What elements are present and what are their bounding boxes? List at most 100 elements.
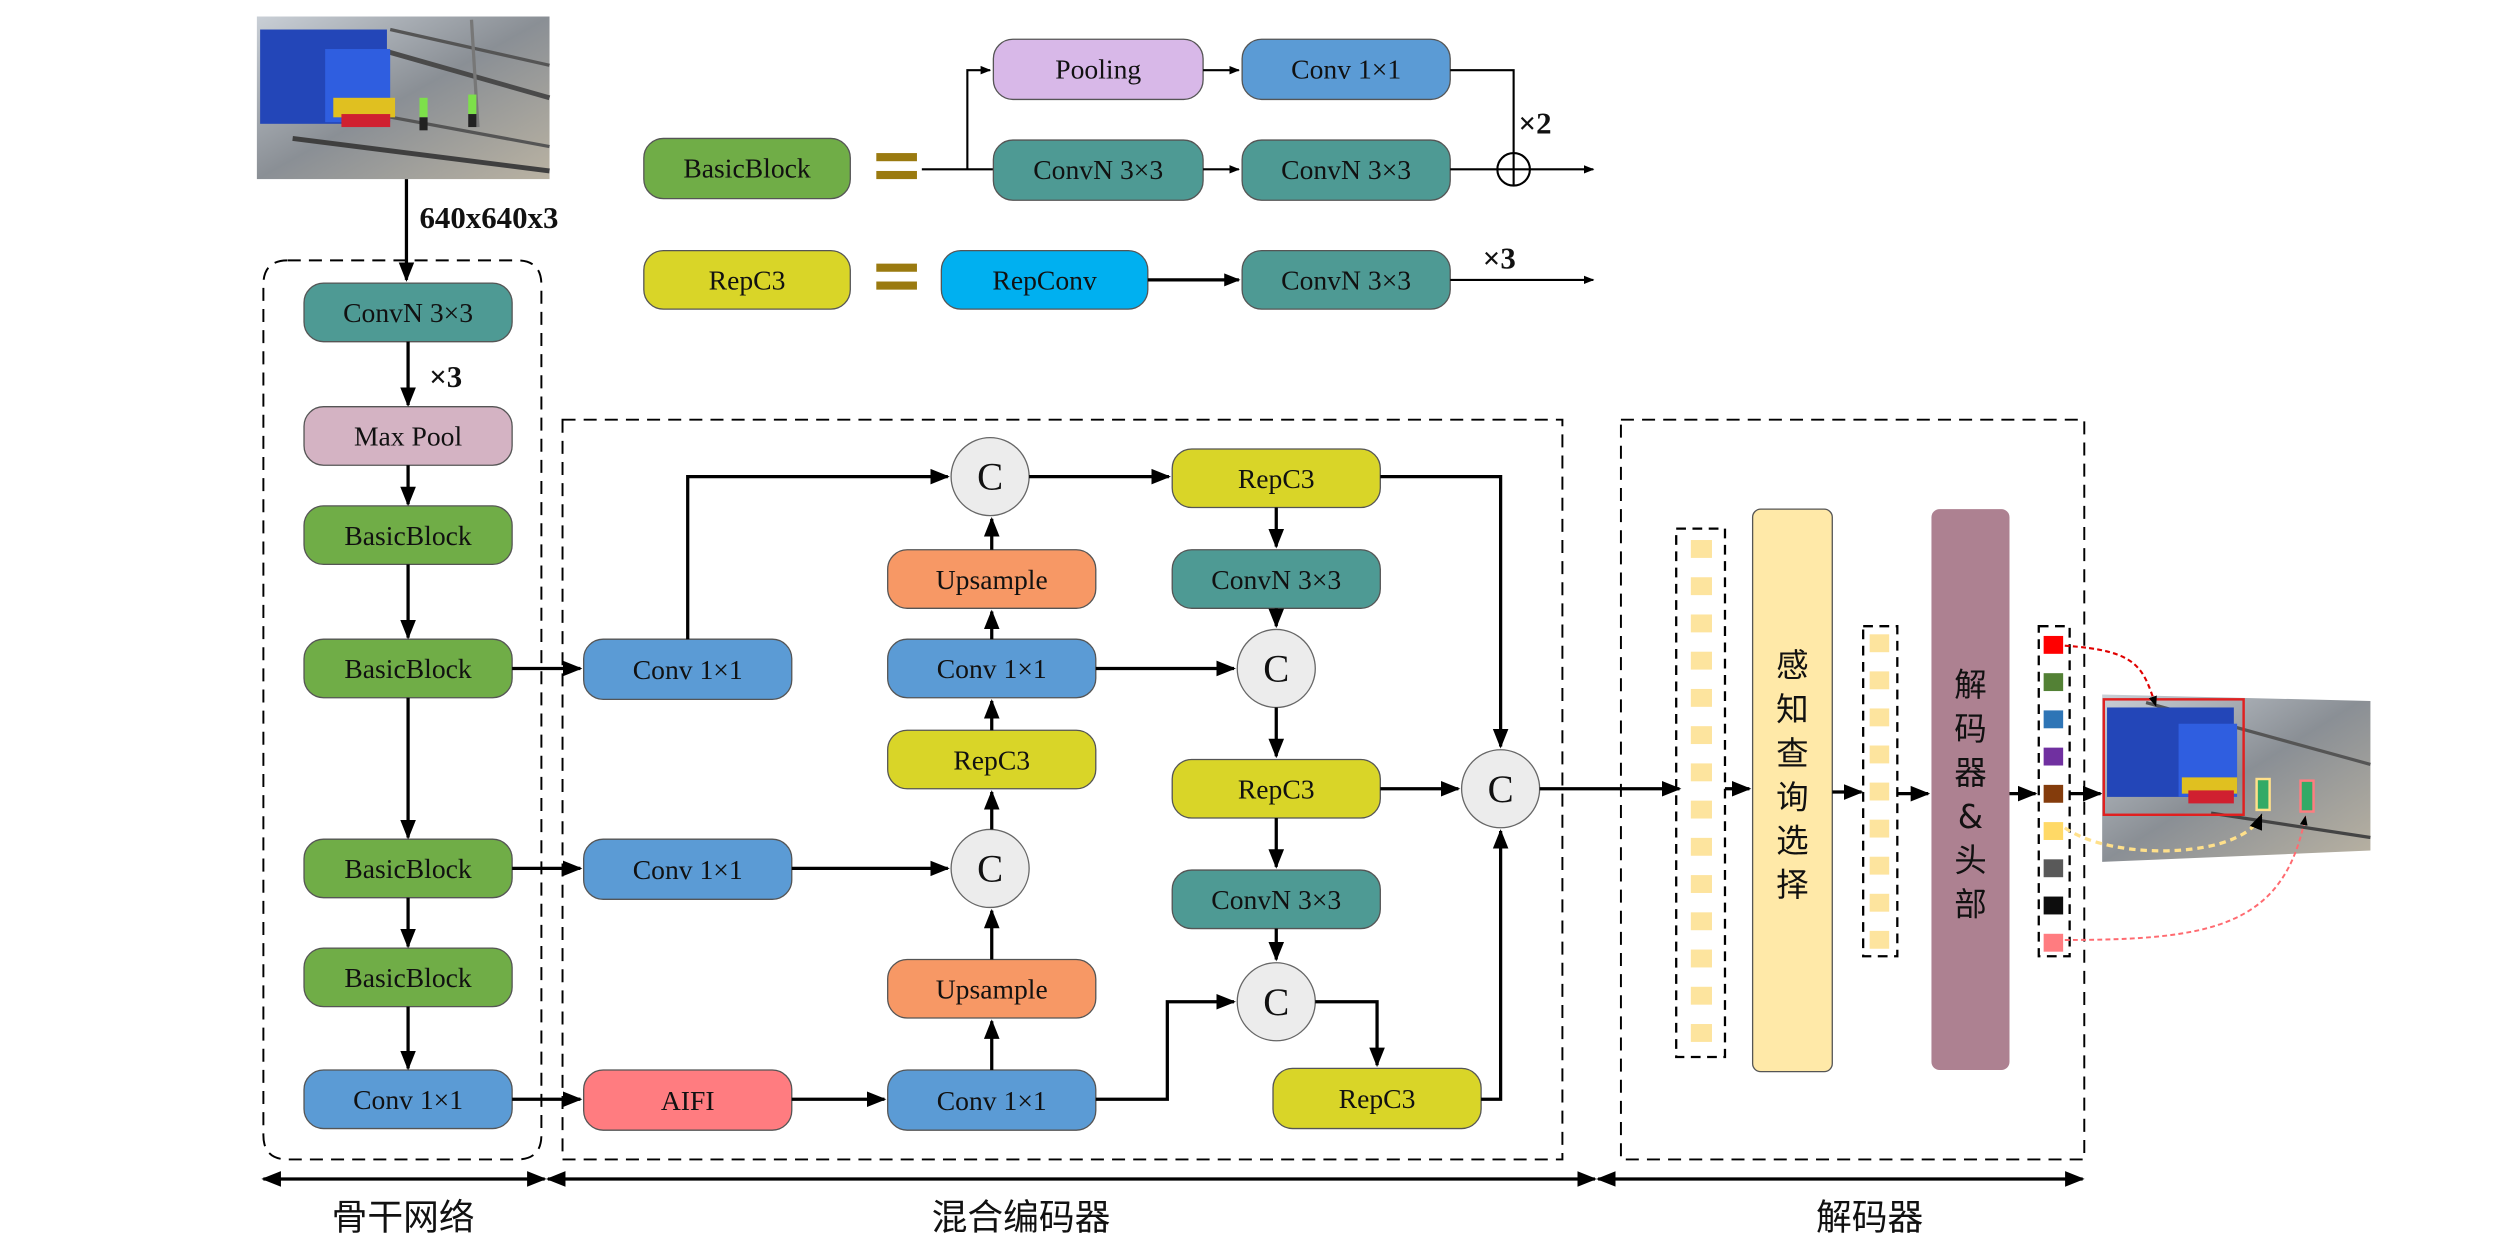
output-queries-frame bbox=[2037, 625, 2071, 958]
output-query bbox=[2043, 635, 2064, 654]
query-selection-char: 选 bbox=[1776, 822, 1809, 860]
encoder-convn-r2-label: ConvN 3×3 bbox=[1211, 884, 1341, 915]
query-link-train bbox=[2064, 644, 2157, 707]
encoder-concat-mid: C bbox=[950, 828, 1030, 909]
legend-basicblock-label: BasicBlock bbox=[683, 152, 811, 183]
backbone-basicblock-2-label: BasicBlock bbox=[344, 653, 472, 684]
query-link-person-1 bbox=[2063, 813, 2264, 853]
decoder-head-char: 码 bbox=[1954, 710, 1987, 748]
legend-repc3: RepC3 RepConv ConvN 3×3 ×3 bbox=[643, 241, 1595, 310]
legend-repconv-label: RepConv bbox=[992, 265, 1097, 296]
encoder-upsample-high: Upsample bbox=[887, 549, 1097, 609]
edge-repc3-r2-to-concat-out bbox=[1481, 829, 1509, 1101]
backbone-section-label: 骨干网络 bbox=[332, 1197, 475, 1238]
encoder-concat-mid-label: C bbox=[977, 847, 1003, 890]
encoder-concat-top-label: C bbox=[977, 456, 1003, 499]
backbone-convn-label: ConvN 3×3 bbox=[343, 297, 473, 328]
backbone-basicblock-3-label: BasicBlock bbox=[344, 853, 472, 884]
edge-concat-r2-to-repc3 bbox=[1315, 1000, 1385, 1068]
encoder-section-label: 混合编码器 bbox=[932, 1197, 1111, 1238]
selected-query bbox=[1869, 819, 1890, 838]
encoder-concat-top: C bbox=[950, 436, 1030, 517]
encoder-convn-top-label: ConvN 3×3 bbox=[1211, 564, 1341, 595]
encoder-token bbox=[1690, 726, 1712, 745]
encoder-tokens-frame bbox=[1675, 527, 1727, 1059]
encoder-conv-mid: Conv 1×1 bbox=[887, 638, 1097, 699]
output-query bbox=[2043, 933, 2064, 952]
encoder-conv-s4-label: Conv 1×1 bbox=[633, 854, 743, 885]
equals-icon bbox=[876, 153, 917, 180]
edge-conv-s3-to-concat-top bbox=[686, 468, 950, 640]
section-rulers: 骨干网络 混合编码器 解码器 bbox=[261, 1171, 2085, 1238]
backbone-conv1x1: Conv 1×1 bbox=[303, 1069, 513, 1130]
edge-repc3-top-to-concat-out bbox=[1380, 474, 1509, 749]
encoder-token bbox=[1690, 763, 1712, 782]
encoder-conv-s4: Conv 1×1 bbox=[583, 838, 793, 900]
backbone-maxpool: Max Pool bbox=[303, 406, 513, 466]
encoder-frame bbox=[561, 418, 1564, 1161]
encoder-aifi-label: AIFI bbox=[661, 1085, 715, 1116]
edge-conv-aifi-to-concat-r2 bbox=[1095, 993, 1236, 1101]
encoder-concat-r2-label: C bbox=[1263, 981, 1289, 1024]
encoder-edges bbox=[512, 468, 1682, 1108]
encoder-concat-r1-label: C bbox=[1263, 647, 1289, 690]
query-selection-char: 询 bbox=[1776, 778, 1809, 816]
legend-convn-label-2: ConvN 3×3 bbox=[1281, 154, 1411, 185]
encoder-repc3-r2-label: RepC3 bbox=[1339, 1083, 1416, 1114]
encoder-token bbox=[1690, 949, 1712, 968]
backbone-basicblock-1-label: BasicBlock bbox=[344, 520, 472, 551]
decoder-head-char: 头 bbox=[1954, 842, 1987, 880]
selected-query bbox=[1869, 745, 1890, 764]
encoder-token bbox=[1690, 800, 1712, 819]
encoder-conv-mid-label: Conv 1×1 bbox=[937, 653, 1047, 684]
query-selection-char: 知 bbox=[1776, 690, 1809, 728]
legend-repc3-convn-label: ConvN 3×3 bbox=[1281, 265, 1411, 296]
selected-query bbox=[1869, 930, 1890, 949]
detection-box-person-2 bbox=[2299, 779, 2315, 813]
output-image bbox=[2102, 694, 2371, 862]
query-selection-char: 感 bbox=[1776, 647, 1809, 685]
add-op-icon bbox=[1496, 152, 1531, 187]
legend-basicblock-repeat: ×2 bbox=[1519, 106, 1552, 141]
decoder-head-box bbox=[1931, 509, 2010, 1071]
encoder-repc3-r1: RepC3 bbox=[1171, 758, 1381, 819]
legend-pooling-label: Pooling bbox=[1055, 53, 1141, 84]
backbone-basicblock-2: BasicBlock bbox=[303, 638, 513, 699]
encoder-conv-aifi-label: Conv 1×1 bbox=[937, 1085, 1047, 1116]
encoder-token bbox=[1690, 912, 1712, 931]
backbone-basicblock-4-label: BasicBlock bbox=[344, 962, 472, 993]
workers bbox=[419, 94, 477, 131]
encoder-token bbox=[1690, 986, 1712, 1005]
encoder-token bbox=[1690, 875, 1712, 893]
query-link-person-2 bbox=[2064, 815, 2308, 941]
encoder-conv-s3-label: Conv 1×1 bbox=[633, 654, 743, 685]
encoder-repc3-mid-label: RepC3 bbox=[953, 744, 1030, 775]
encoder-token bbox=[1690, 837, 1712, 856]
encoder-concat-r2: C bbox=[1236, 962, 1316, 1042]
selected-query bbox=[1869, 856, 1890, 875]
equals-icon bbox=[876, 263, 917, 290]
query-selection-char: 择 bbox=[1776, 866, 1809, 904]
selected-query bbox=[1869, 634, 1890, 653]
decoder-head-char: 解 bbox=[1954, 666, 1987, 704]
encoder-repc3-mid: RepC3 bbox=[887, 729, 1097, 790]
encoder-repc3-top-label: RepC3 bbox=[1238, 463, 1315, 494]
legend-basicblock: BasicBlock Pooling Conv 1×1 ConvN 3×3 Co… bbox=[643, 38, 1595, 201]
decoder-head-char: 器 bbox=[1954, 754, 1987, 792]
input-image bbox=[256, 16, 551, 180]
query-selection-char: 查 bbox=[1776, 734, 1809, 772]
decoder-head-char: & bbox=[1958, 798, 1983, 836]
encoder-token bbox=[1690, 540, 1712, 558]
output-query bbox=[2043, 784, 2064, 803]
backbone-basicblock-3: BasicBlock bbox=[303, 838, 513, 899]
legend-basicblock-box bbox=[643, 137, 851, 200]
detection-box-person-1 bbox=[2255, 777, 2271, 812]
input-size-label: 640x640x3 bbox=[419, 200, 558, 235]
output-query bbox=[2043, 747, 2064, 766]
selected-query bbox=[1869, 671, 1890, 690]
legend-convn-label-1: ConvN 3×3 bbox=[1033, 154, 1163, 185]
